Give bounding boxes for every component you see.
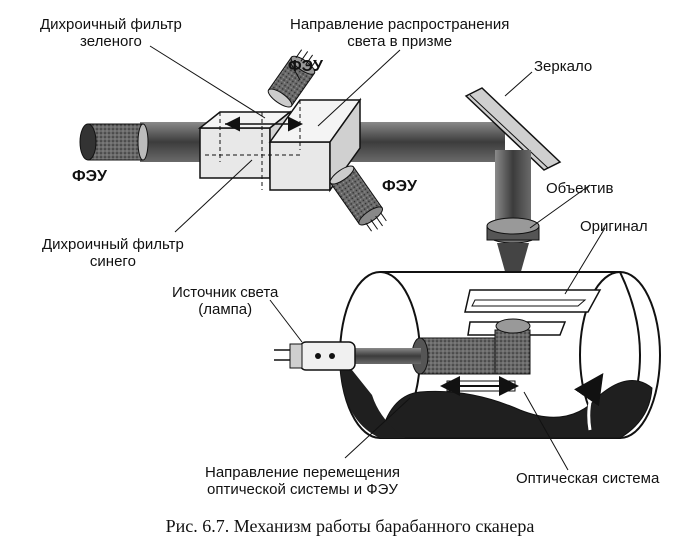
label-dichroic-green-line1: Дихроичный фильтр — [40, 16, 182, 33]
label-objective: Объектив — [546, 180, 614, 197]
vertical-beam — [495, 150, 531, 230]
label-mirror: Зеркало — [534, 58, 593, 75]
pmt-right — [329, 165, 387, 232]
label-dichroic-green: Дихроичный фильтр зеленого — [40, 16, 182, 50]
lamp — [274, 341, 356, 371]
label-dichroic-blue-line2: синего — [89, 253, 136, 270]
label-dichroic-blue-line1: Дихроичный фильтр — [42, 236, 184, 253]
objective-lens — [486, 217, 540, 300]
label-light-direction: Направление распространения света в приз… — [290, 16, 509, 50]
label-dichroic-green-line2: зеленого — [80, 33, 142, 50]
original-sheet — [464, 289, 602, 336]
label-movement-direction-line2: оптической системы и ФЭУ — [207, 481, 398, 498]
pmt-top — [267, 49, 317, 108]
label-light-source-line1: Источник света — [172, 284, 279, 301]
label-optical-system: Оптическая система — [516, 470, 660, 487]
label-light-direction-line2: света в призме — [347, 33, 453, 50]
label-pmt-right: ФЭУ — [382, 178, 417, 195]
label-original: Оригинал — [580, 218, 648, 235]
label-movement-direction: Направление перемещения оптической систе… — [205, 464, 400, 498]
mirror — [464, 87, 562, 171]
label-dichroic-blue: Дихроичный фильтр синего — [42, 236, 184, 270]
prism-block — [197, 97, 362, 193]
label-movement-direction-line1: Направление перемещения — [205, 464, 400, 481]
label-pmt-top: ФЭУ — [288, 58, 323, 75]
figure-caption: Рис. 6.7. Механизм работы барабанного ск… — [165, 516, 535, 536]
label-pmt-left: ФЭУ — [72, 168, 107, 185]
leader-lines — [149, 45, 606, 471]
label-light-source-line2: (лампа) — [198, 301, 253, 318]
optical-system — [355, 318, 531, 396]
label-light-source: Источник света (лампа) — [172, 284, 278, 318]
label-light-direction-line1: Направление распространения — [290, 16, 510, 33]
